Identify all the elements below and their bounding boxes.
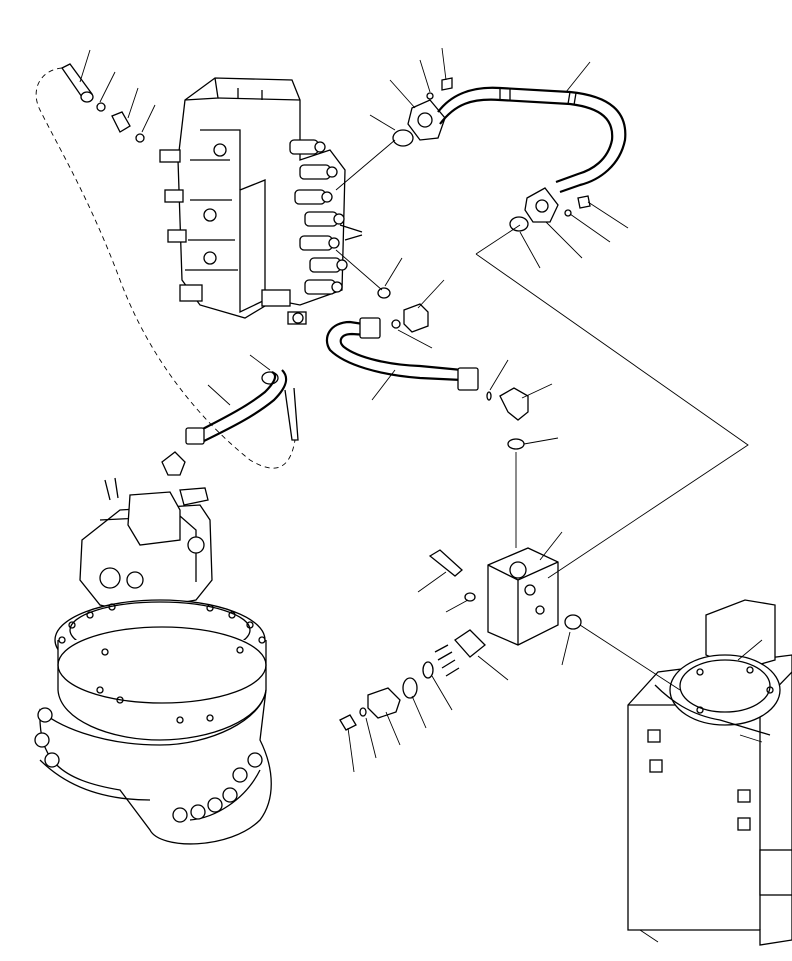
drain-hose (161, 369, 299, 476)
control-valve (159, 77, 363, 325)
swing-motor (34, 477, 272, 845)
connection-lines (335, 139, 749, 691)
inlet-fittings (35, 63, 296, 469)
upper-pipe (392, 77, 627, 232)
valve-block (339, 547, 582, 731)
callout-leaders (79, 47, 763, 943)
middle-hose (325, 287, 529, 450)
hydraulic-tank (627, 599, 792, 946)
